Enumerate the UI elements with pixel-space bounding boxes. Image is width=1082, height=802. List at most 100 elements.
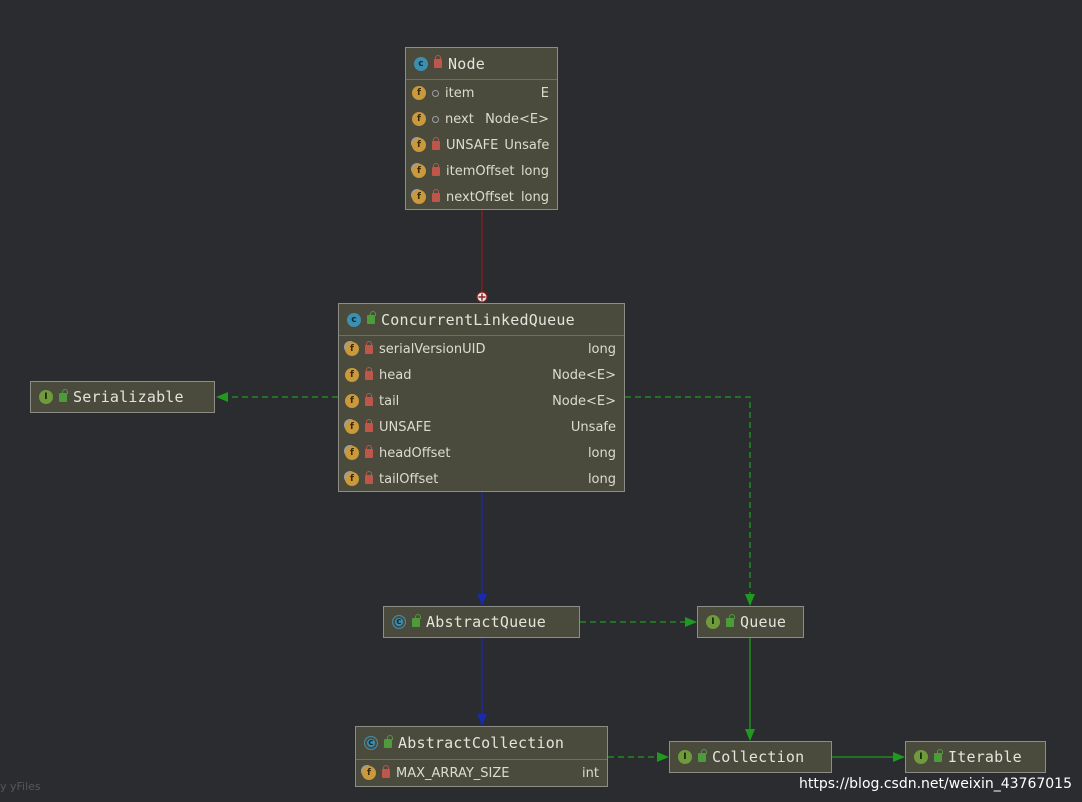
interface-icon: I [678,750,692,764]
field-name: itemOffset [446,163,515,179]
abstract-collection-class-box[interactable]: c AbstractCollection f MAX_ARRAY_SIZE int [355,726,608,787]
field-type: E [540,85,549,101]
inner-class-plus-icon [478,293,486,301]
queue-interface-box[interactable]: I Queue [697,606,804,638]
private-modifier-icon [365,470,373,484]
private-modifier-icon [365,366,373,380]
interface-icon: I [914,750,928,764]
interface-icon: I [706,615,720,629]
field-icon: f [345,394,359,408]
field-type: long [587,341,616,357]
class-header: c AbstractCollection [356,727,607,760]
class-title: AbstractQueue [426,613,546,631]
interface-title: Collection [712,748,805,766]
field-name: MAX_ARRAY_SIZE [396,765,510,781]
abstract-class-icon: c [392,615,406,629]
abstract-class-icon: c [364,736,378,750]
interface-icon: I [39,390,53,404]
field-type: Node<E> [485,111,549,127]
field-type: long [587,445,616,461]
static-field-icon: f [345,472,359,486]
field-name: tailOffset [379,471,439,487]
watermark-url: https://blog.csdn.net/weixin_43767015 [798,776,1072,792]
implements-queue-edge [625,396,755,606]
field-icon: f [412,112,426,126]
field-row[interactable]: f headOffset long [339,440,624,466]
private-modifier-icon [432,162,440,176]
collection-interface-box[interactable]: I Collection [669,741,832,773]
static-field-icon: f [345,342,359,356]
public-lock-icon [698,748,707,762]
private-modifier-icon [365,340,373,354]
private-modifier-icon [365,444,373,458]
yfiles-credit: y yFiles [0,780,41,793]
field-type: Node<E> [552,367,616,383]
field-type: Unsafe [504,137,550,153]
field-icon: f [345,368,359,382]
class-header: c AbstractQueue [384,607,579,637]
public-lock-icon [934,748,943,762]
package-modifier-icon [432,89,439,97]
interface-header: I Collection [670,742,831,772]
field-type: long [520,163,549,179]
public-lock-icon [384,734,393,748]
field-row[interactable]: f MAX_ARRAY_SIZE int [356,760,607,786]
concurrent-linked-queue-class-box[interactable]: c ConcurrentLinkedQueue f serialVersionUI… [338,303,625,492]
abstract-queue-class-box[interactable]: c AbstractQueue [383,606,580,638]
field-row[interactable]: f serialVersionUID long [339,336,624,362]
field-name: tail [379,393,400,409]
field-type: Node<E> [552,393,616,409]
package-modifier-icon [432,115,439,123]
field-list: f MAX_ARRAY_SIZE int [356,760,607,786]
public-lock-icon [367,311,376,324]
field-row[interactable]: f item E [406,80,557,106]
field-name: head [379,367,412,383]
field-row[interactable]: f UNSAFE Unsafe [406,132,557,158]
static-field-icon: f [412,138,426,152]
interface-header: I Iterable [906,742,1045,772]
interface-title: Queue [740,613,787,631]
field-name: item [445,85,475,101]
interface-header: I Queue [698,607,803,637]
field-name: nextOffset [446,189,514,205]
public-lock-icon [59,388,68,402]
field-type: Unsafe [570,419,616,435]
field-name: UNSAFE [379,419,432,435]
static-field-icon: f [362,766,376,780]
private-lock-icon [434,55,442,68]
class-header: c ConcurrentLinkedQueue [339,304,624,336]
public-lock-icon [726,613,735,627]
field-row[interactable]: f head Node<E> [339,362,624,388]
private-modifier-icon [365,392,373,406]
field-row[interactable]: f UNSAFE Unsafe [339,414,624,440]
static-field-icon: f [412,190,426,204]
private-modifier-icon [382,764,390,778]
field-type: long [587,471,616,487]
field-type: long [520,189,549,205]
field-row[interactable]: f nextOffset long [406,184,557,210]
field-row[interactable]: f tail Node<E> [339,388,624,414]
field-name: UNSAFE [446,137,499,153]
iterable-interface-box[interactable]: I Iterable [905,741,1046,773]
field-name: headOffset [379,445,451,461]
field-icon: f [412,86,426,100]
serializable-interface-box[interactable]: I Serializable [30,381,215,413]
static-field-icon: f [345,420,359,434]
field-name: serialVersionUID [379,341,486,357]
field-row[interactable]: f tailOffset long [339,466,624,492]
class-icon: c [414,56,428,71]
field-type: int [582,765,599,781]
private-modifier-icon [365,418,373,432]
private-modifier-icon [432,136,440,150]
interface-title: Iterable [948,748,1022,766]
static-field-icon: f [345,446,359,460]
class-title: ConcurrentLinkedQueue [381,310,575,329]
class-header: c Node [406,48,557,80]
class-title: AbstractCollection [398,734,565,752]
